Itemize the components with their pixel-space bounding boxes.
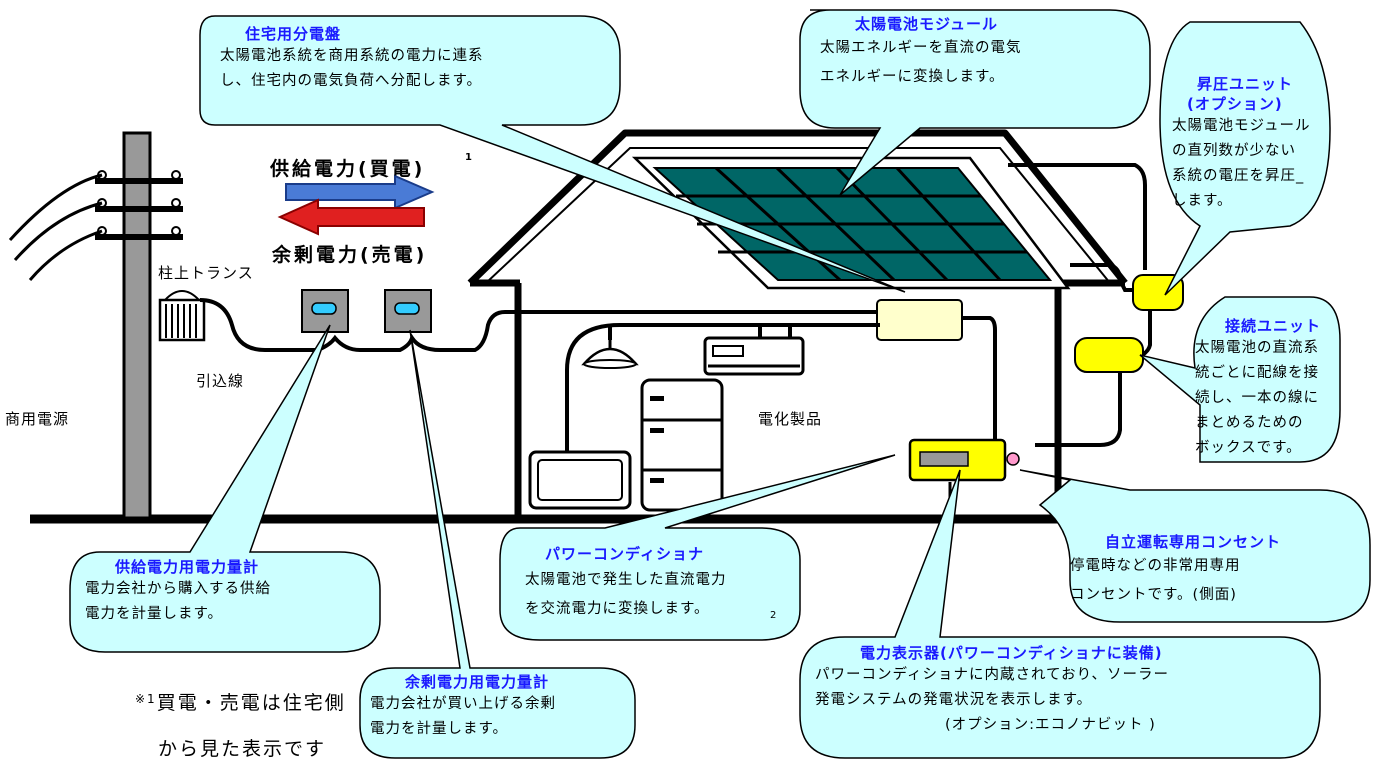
callout-surplus-meter: [359, 329, 636, 759]
callout-distribution-board: [199, 15, 906, 293]
surplus-arrow-icon: [277, 198, 425, 236]
callout-connection-unit: [1139, 296, 1341, 463]
callout-power-display: [799, 469, 1321, 759]
unit-to-pcs-wire: [1035, 360, 1122, 447]
appliances-label: 電化製品: [758, 410, 823, 428]
surplus-meter-text: 余剰電力用電力量計 電力会社が買い上げる余剰 電力を計量します。: [370, 672, 556, 742]
callout-line: 太陽エネルギーを直流の電気: [820, 40, 1022, 56]
callout-line: 太陽電池モジュール: [1172, 118, 1311, 134]
callout-line: 停電時などの非常用専用: [1070, 558, 1241, 574]
callout-line: (オプション:エコノナビット ): [945, 717, 1156, 733]
connection-unit-icon: [1074, 337, 1144, 373]
callout-title: 余剰電力用電力量計: [405, 673, 550, 691]
callout-line: コンセントです。(側面): [1070, 587, 1237, 603]
refrigerator-icon: [640, 378, 724, 512]
connection-unit-text: 接続ユニット 太陽電池の直流系 統ごとに配線を接 続し、一本の線に まとめるため…: [1195, 316, 1321, 461]
power-conditioner-footnote-mark: 2: [770, 610, 777, 621]
callout-title: 住宅用分電盤: [245, 25, 342, 43]
callout-line: 系統の電圧を昇圧_: [1172, 168, 1305, 184]
callout-line: 電力会社が買い上げる余剰: [370, 696, 556, 712]
callout-standalone-outlet: [1019, 469, 1371, 623]
callout-title: 接続ユニット: [1225, 317, 1322, 335]
callout-title: 電力表示器(パワーコンディショナに装備): [860, 644, 1163, 662]
callout-title: 自立運転専用コンセント: [1105, 533, 1282, 551]
callout-line: の直列数が少ない: [1172, 143, 1296, 159]
footnote-text-1: 買電・売電は住宅側: [156, 692, 346, 714]
standalone-outlet-icon: [1006, 452, 1020, 466]
surplus-power-label: 余剰電力(売電): [272, 244, 428, 266]
supply-arrow-icon: [285, 174, 435, 210]
booster-unit-text: 昇圧ユニット (オプション) 太陽電池モジュール の直列数が少ない 系統の電圧を…: [1172, 74, 1310, 214]
house-roof: [467, 129, 1128, 287]
callout-supply-meter: [69, 324, 381, 653]
standalone-outlet-text: 自立運転専用コンセント 停電時などの非常用専用 コンセントです。(側面): [1070, 533, 1281, 610]
board-to-pcs-wire: [962, 316, 997, 440]
callout-title: (オプション): [1187, 95, 1283, 113]
footnote-line-2: から見た表示です: [158, 738, 327, 760]
supply-power-footnote-mark: 1: [465, 152, 472, 163]
service-line-label: 引込線: [196, 372, 245, 390]
pole-transformer-icon: [158, 290, 206, 342]
supply-meter-icon: [301, 289, 349, 333]
callout-title: パワーコンディショナ: [545, 545, 704, 563]
callout-booster-unit: [1159, 21, 1331, 296]
callout-line: 統ごとに配線を接: [1195, 365, 1319, 381]
callout-title: 供給電力用電力量計: [115, 558, 260, 576]
callout-line: 電力会社から購入する供給: [85, 581, 271, 597]
callout-title: 昇圧ユニット: [1197, 75, 1294, 93]
callout-line: 太陽電池で発生した直流電力: [525, 572, 727, 588]
commercial-power-label: 商用電源: [5, 410, 70, 428]
pole-transformer-label: 柱上トランス: [158, 264, 254, 282]
supply-meter-text: 供給電力用電力量計 電力会社から購入する供給 電力を計量します。: [85, 557, 271, 627]
power-conditioner-text: パワーコンディショナ 太陽電池で発生した直流電力 を交流電力に変換します。: [525, 544, 727, 624]
footnote-line-1: ※1買電・売電は住宅側: [135, 688, 346, 715]
distribution-board-text: 住宅用分電盤 太陽電池系統を商用系統の電力に連系 し、住宅内の電気負荷へ分配しま…: [220, 24, 484, 94]
panel-wire-2: [1008, 163, 1147, 270]
callout-line: まとめるための: [1195, 415, 1304, 431]
solar-module-text: 太陽電池モジュール 太陽エネルギーを直流の電気 エネルギーに変換します。: [820, 14, 1022, 92]
callout-line: 電力を計量します。: [85, 606, 224, 622]
callout-line: 電力を計量します。: [370, 721, 509, 737]
ceiling-lamp-icon: [581, 325, 639, 369]
callout-line: 太陽電池の直流系: [1195, 340, 1319, 356]
callout-line: パワーコンディショナに内蔵されており、ソーラー: [815, 667, 1170, 683]
supply-power-label: 供給電力(買電): [270, 158, 426, 180]
utility-pole-icon: [8, 131, 183, 520]
air-conditioner-icon: [703, 336, 805, 376]
distribution-board-icon: [876, 299, 963, 341]
callout-line: し、住宅内の電気負荷へ分配します。: [220, 73, 483, 89]
solar-module-icon: [631, 156, 1071, 290]
surplus-meter-icon: [384, 289, 432, 333]
callout-line: 続し、一本の線に: [1195, 390, 1319, 406]
power-conditioner-icon: [908, 438, 1007, 519]
panel-wire-1: [1070, 263, 1140, 292]
callout-solar-module: [799, 9, 1151, 196]
footnote-mark: ※1: [135, 692, 157, 706]
callout-line: 太陽電池系統を商用系統の電力に連系: [220, 48, 484, 64]
indoor-wire-1: [565, 323, 880, 460]
service-line-wire: [199, 298, 880, 352]
power-display-text: 電力表示器(パワーコンディショナに装備) パワーコンディショナに内蔵されており、…: [815, 643, 1169, 738]
callout-line: を交流電力に変換します。: [525, 601, 710, 617]
callout-power-conditioner: [499, 454, 896, 641]
callout-line: します。: [1172, 193, 1233, 209]
callout-line: エネルギーに変換します。: [820, 69, 1005, 85]
microwave-icon: [528, 450, 632, 510]
callout-title: 太陽電池モジュール: [855, 15, 998, 33]
callout-line: 発電システムの発電状況を表示します。: [815, 692, 1093, 708]
callout-line: ボックスです。: [1195, 440, 1302, 456]
